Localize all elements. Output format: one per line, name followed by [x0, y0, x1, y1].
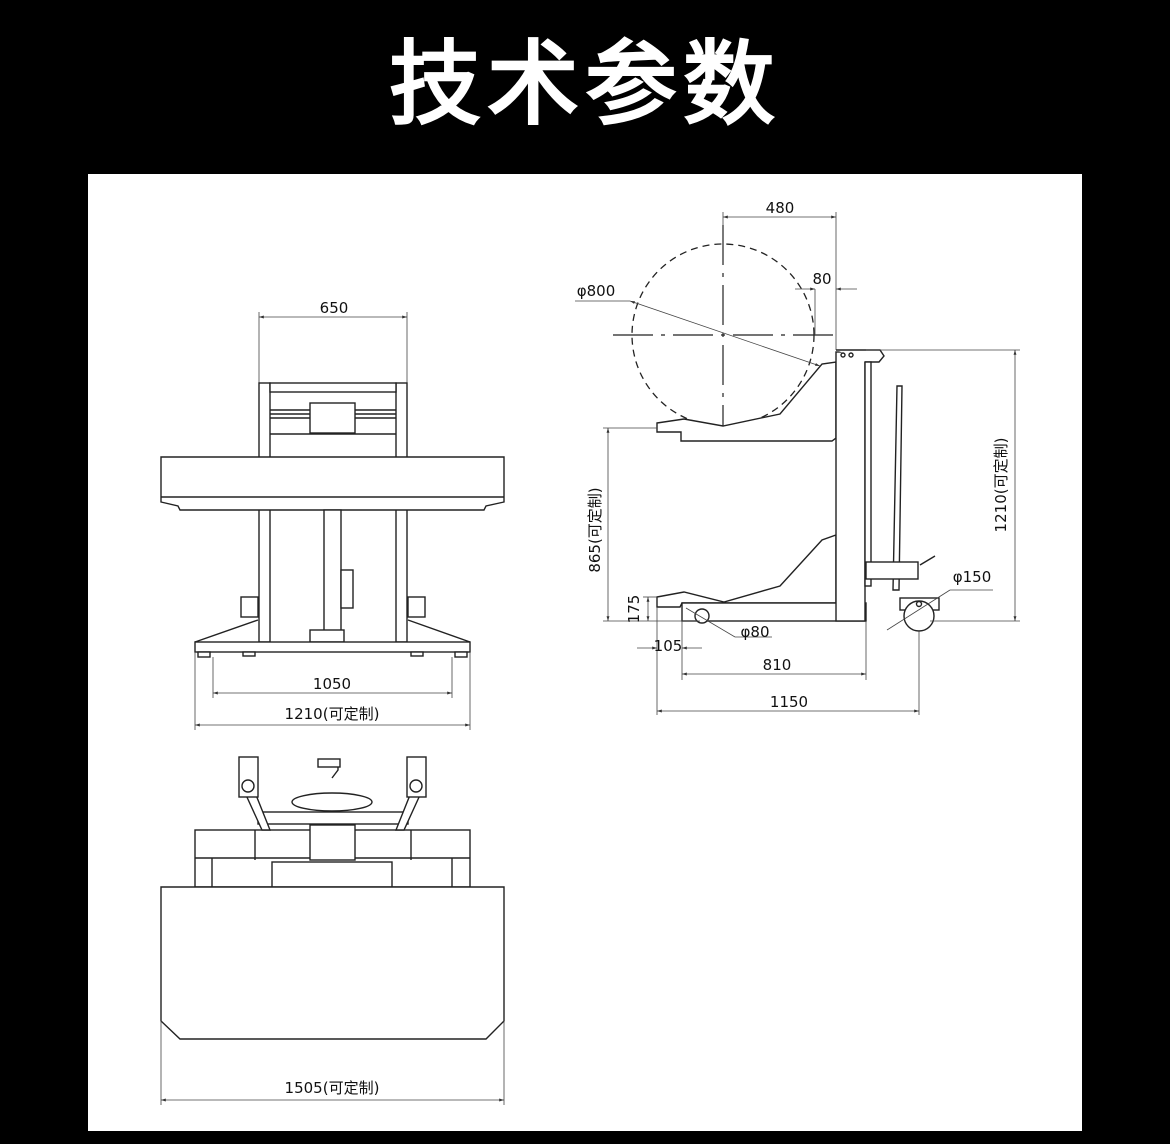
base	[194, 641, 471, 653]
dim-1210-width: 1210(可定制)	[285, 705, 380, 723]
cross-bar	[257, 811, 409, 825]
base-frame	[681, 602, 867, 622]
center-column	[323, 509, 342, 643]
dim-865: 865(可定制)	[586, 487, 604, 572]
dim-1050: 1050	[313, 675, 351, 693]
dim-175: 175	[625, 595, 643, 624]
dim-810: 810	[763, 656, 792, 674]
side-view: 480 80 φ800 1210(可定制) 865(可定制)	[575, 199, 1020, 715]
motor-box	[309, 402, 356, 434]
dim-1505: 1505(可定制)	[285, 1079, 380, 1097]
lower-fork	[656, 534, 837, 608]
steering-wheel	[291, 792, 373, 812]
dim-650: 650	[320, 299, 349, 317]
dim-1210-height: 1210(可定制)	[992, 438, 1010, 533]
upper-fork	[656, 361, 837, 442]
mast	[835, 351, 866, 622]
motor-box-top	[309, 824, 356, 861]
dim-front-wheel: φ80	[741, 623, 770, 641]
front-view: 650 1050 1210(可定制)	[160, 299, 505, 730]
dim-roll-diameter: φ800	[577, 282, 616, 300]
dim-480: 480	[766, 199, 795, 217]
right-upright	[395, 382, 408, 643]
right-wheel-unit	[406, 756, 427, 798]
platform-top	[160, 886, 505, 1040]
dim-rear-wheel: φ150	[953, 568, 992, 586]
dim-1150: 1150	[770, 693, 808, 711]
handle	[892, 385, 903, 591]
dim-80: 80	[812, 270, 831, 288]
page-title: 技术参数	[388, 31, 781, 138]
top-view: 1505(可定制)	[160, 756, 505, 1105]
left-upright	[258, 382, 271, 643]
dim-105: 105	[654, 637, 683, 655]
left-wheel-unit	[238, 756, 259, 798]
platform	[160, 456, 505, 511]
